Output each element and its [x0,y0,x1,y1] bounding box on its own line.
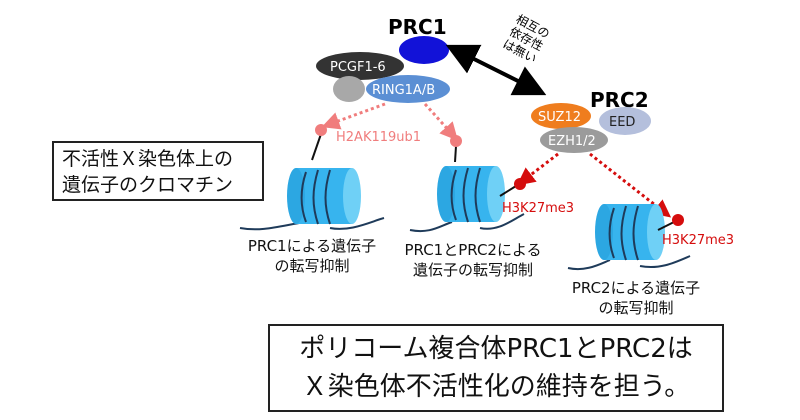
arrow-prc1-left [321,102,386,130]
caption-left-line-1: PRC1による遺伝子 [247,237,377,255]
arrow-prc2-right [589,152,672,218]
mutual-arrow [445,44,547,96]
prc1-blue-subunit [399,36,449,64]
caption-middle-line-2: 遺伝子の転写抑制 [412,261,533,279]
eed-subunit [599,107,651,135]
summary-line-2: Ｘ染色体不活性化の維持を担う。 [301,372,691,402]
summary-line-1: ポリコーム複合体PRC1とPRC2は [299,334,693,364]
arrow-prc1-middle [423,102,459,141]
eed-label: EED [609,115,635,130]
prc1-grey-subunit [333,76,365,102]
ring-label: RING1A/B [372,83,435,98]
ezh-subunit [540,127,608,153]
inactive-x-chromatin-box: 不活性Ｘ染色体上の 遺伝子のクロマチン [52,141,264,201]
arrow-prc2-middle [516,152,559,186]
caption-right-line-2: の転写抑制 [598,299,674,317]
h2ak-label: H2AK119ub1 [336,130,421,145]
ezh-label: EZH1/2 [548,134,596,149]
nucleosome-left [239,124,385,231]
h3k-right-label: H3K27me3 [662,233,734,248]
pcgf-subunit [316,52,404,80]
caption-middle: PRC1とPRC2による 遺伝子の転写抑制 [378,240,568,280]
suz12-label: SUZ12 [538,110,581,125]
prc1-title: PRC1 [388,15,447,39]
caption-left: PRC1による遺伝子 の転写抑制 [222,236,402,276]
nucleosome-right [567,204,691,270]
ring-subunit [366,75,450,103]
mutual-text: 相互の 依存性 は無い [500,12,552,66]
caption-right-line-1: PRC2による遺伝子 [571,279,701,297]
h3k-mid-label: H3K27me3 [502,201,574,216]
caption-right: PRC2による遺伝子 の転写抑制 [546,278,726,318]
summary-box: ポリコーム複合体PRC1とPRC2は Ｘ染色体不活性化の維持を担う。 [268,324,724,412]
caption-left-line-2: の転写抑制 [274,257,350,275]
nucleosome-middle [409,135,526,232]
suz12-subunit [531,103,591,129]
pcgf-label: PCGF1-6 [330,60,386,75]
box-line-1: 不活性Ｘ染色体上の [62,148,234,170]
box-line-2: 遺伝子のクロマチン [62,174,234,196]
caption-middle-line-1: PRC1とPRC2による [404,241,542,259]
